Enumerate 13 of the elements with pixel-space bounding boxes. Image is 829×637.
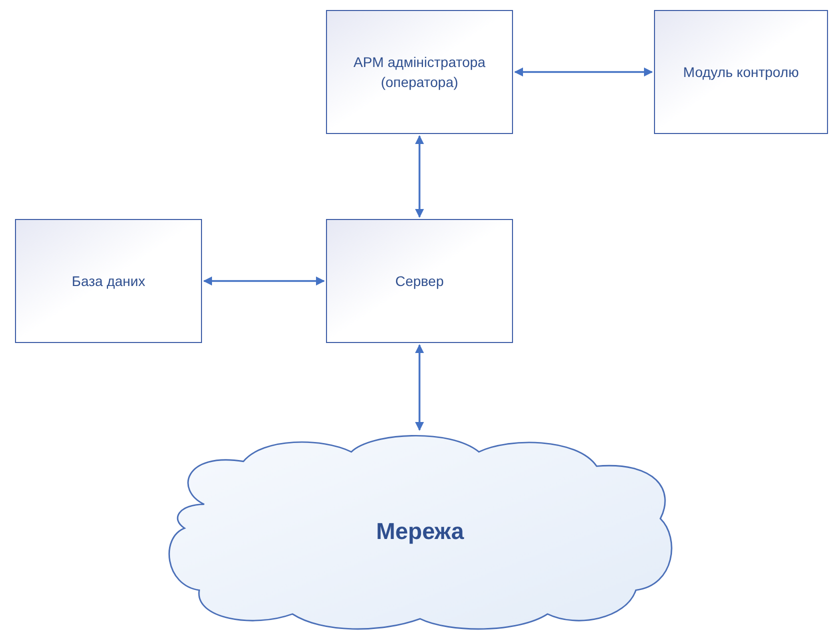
double-arrow	[203, 276, 325, 286]
box-label: Модуль контролю	[683, 63, 799, 82]
box-label: АРМ адміністратора (оператора)	[352, 53, 486, 92]
double-arrow	[514, 68, 653, 76]
double-arrow	[415, 135, 424, 218]
double-arrow	[415, 344, 424, 431]
process-box	[654, 10, 828, 134]
process-box	[15, 219, 202, 343]
process-box	[326, 10, 513, 134]
process-box	[326, 219, 513, 343]
cloud-label: Мережа	[376, 517, 464, 546]
box-label: Сервер	[395, 272, 444, 291]
box-label: База даних	[72, 272, 146, 291]
